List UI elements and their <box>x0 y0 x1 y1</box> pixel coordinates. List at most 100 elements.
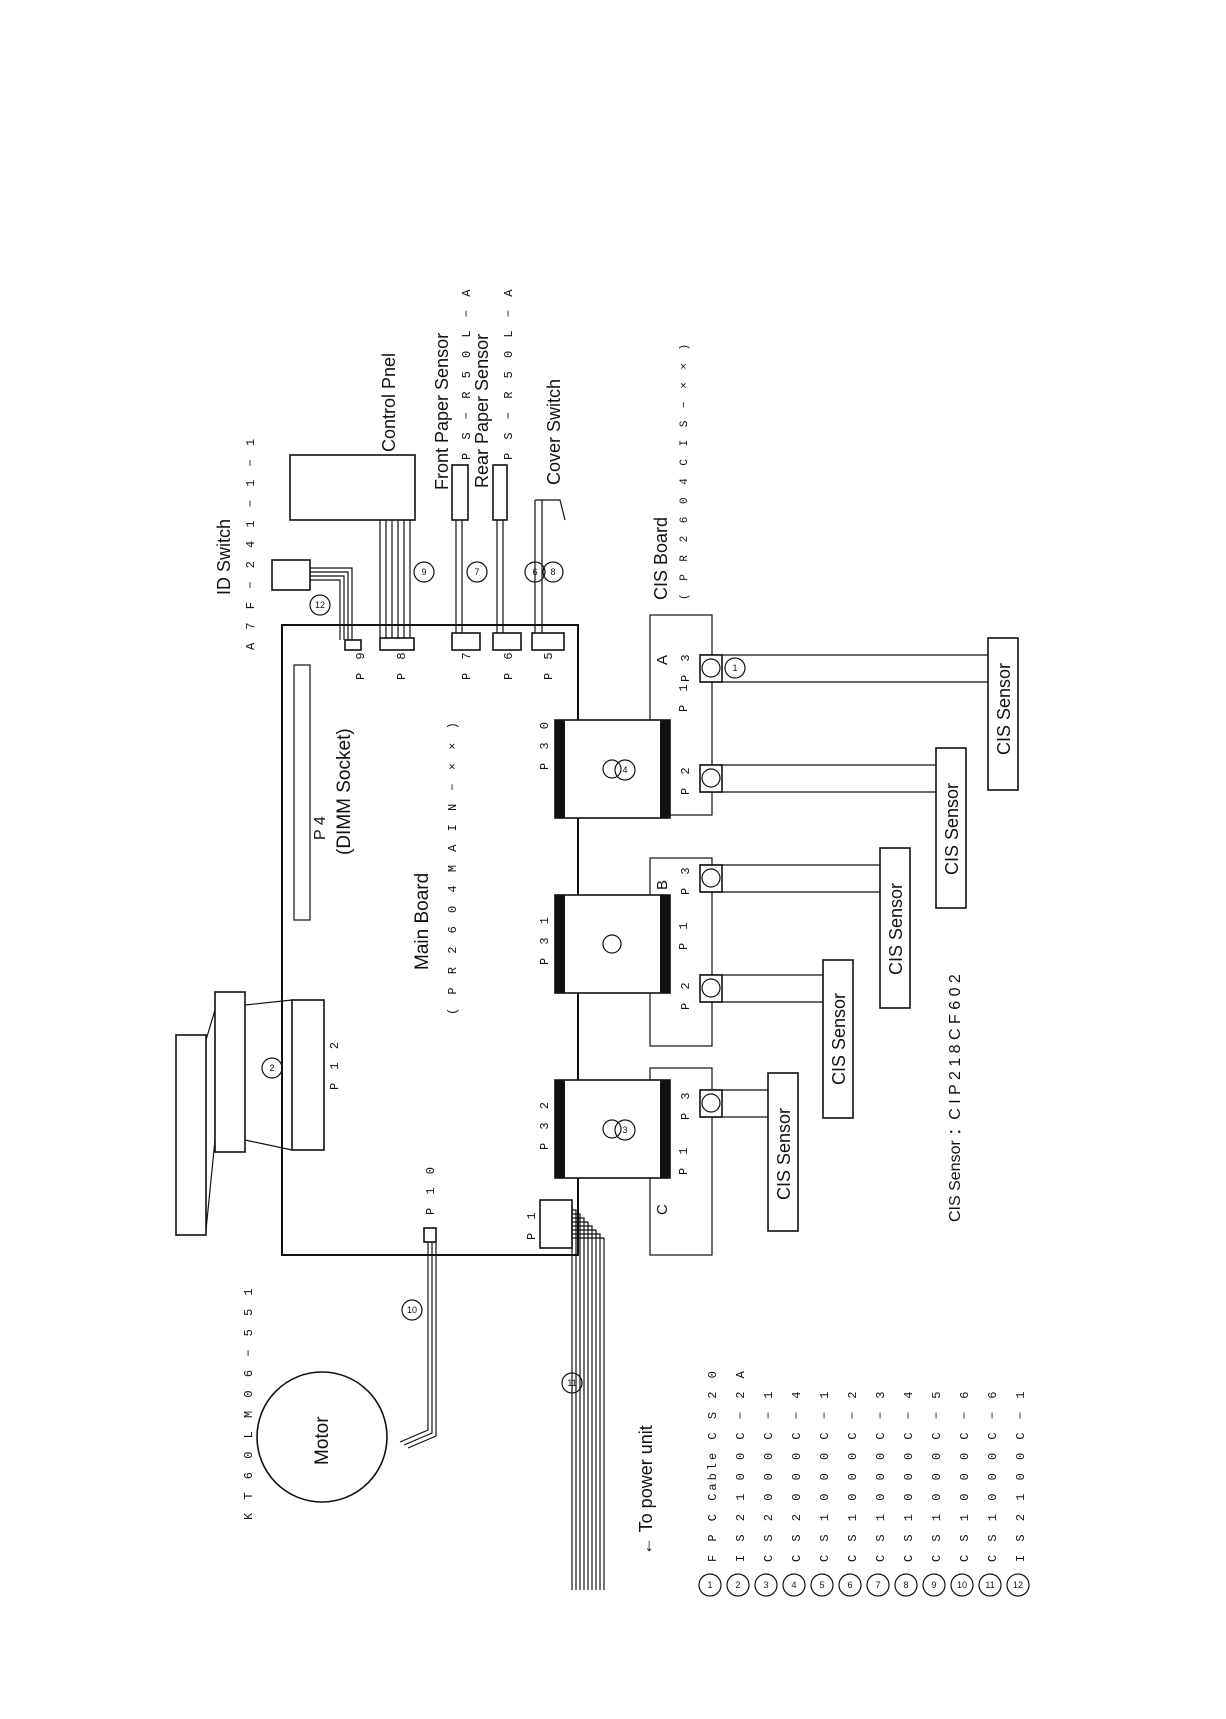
connector-p6 <box>492 632 522 651</box>
legend-row: 7 C S 1 0 0 0 C − 3 <box>866 1389 890 1597</box>
svg-text:8: 8 <box>550 567 555 577</box>
svg-text:4: 4 <box>622 765 627 775</box>
svg-text:3: 3 <box>622 1125 627 1135</box>
cis-sensor-label-2: CIS Sensor <box>942 783 962 875</box>
legend-row: 1 F P C Cable C S 2 0 <box>698 1368 722 1597</box>
p12-label: P 1 2 <box>328 1039 342 1090</box>
rear-paper-sensor-label: Rear Paper Sensor <box>472 334 492 488</box>
cable-12 <box>310 567 353 640</box>
cable-marker: 1 <box>724 657 746 679</box>
main-board-label: Main Board <box>412 873 433 970</box>
p12-mating <box>214 991 246 1153</box>
to-power-unit-label: ← To power unit <box>636 1425 656 1555</box>
cis-sensor-1 <box>699 637 1019 791</box>
cable-7 <box>455 520 463 633</box>
svg-text:C S 2 0 0 0 C − 4: C S 2 0 0 0 C − 4 <box>790 1389 804 1562</box>
cable-marker: 7 <box>466 561 488 583</box>
rear-sensor-part: P S − R 5 0 L − A <box>502 287 516 460</box>
connector-p32 <box>554 1079 671 1179</box>
svg-text:1: 1 <box>732 663 737 673</box>
legend-row: 5 C S 1 0 0 0 C − 1 <box>810 1389 834 1597</box>
motor-label: Motor <box>312 1416 333 1465</box>
cis-a-p2: P 2 <box>679 764 693 795</box>
p31-label: P 3 1 <box>538 914 552 965</box>
front-paper-sensor-label: Front Paper Sensor <box>432 333 452 490</box>
front-sensor-part: P S − R 5 0 L − A <box>460 287 474 460</box>
front-paper-sensor <box>451 464 469 521</box>
svg-text:F P C Cable C S 2 0: F P C Cable C S 2 0 <box>706 1368 720 1562</box>
cis-sensor-3 <box>699 847 911 1009</box>
connector-p30 <box>554 719 671 819</box>
svg-text:C S 1 0 0 0 C − 6: C S 1 0 0 0 C − 6 <box>986 1389 1000 1562</box>
id-switch-label: ID Switch <box>214 519 234 595</box>
control-panel-label: Control Pnel <box>379 353 399 452</box>
svg-text:10: 10 <box>407 1305 417 1315</box>
connector-p7 <box>451 632 481 651</box>
cis-b-p1: P 1 <box>677 919 691 950</box>
p32-label: P 3 2 <box>538 1099 552 1150</box>
cis-sensor-label-5: CIS Sensor <box>774 1108 794 1200</box>
cis-board-part: ( P R 2 6 0 4 C I S − × × ) <box>679 341 691 600</box>
id-switch-part: A 7 F − 2 4 1 − 1 − 1 <box>244 436 258 650</box>
cable-marker: 9 <box>413 561 435 583</box>
cable-marker: 8 <box>542 561 564 583</box>
connector-p9 <box>379 637 415 651</box>
svg-text:9: 9 <box>931 1580 936 1590</box>
cable-marker: 12 <box>309 594 331 616</box>
cover-switch-label: Cover Switch <box>544 379 564 485</box>
svg-text:1: 1 <box>707 1580 712 1590</box>
legend-row: 4 C S 2 0 0 0 C − 4 <box>782 1389 806 1597</box>
svg-text:2: 2 <box>269 1063 274 1073</box>
legend-row: 11 C S 1 0 0 0 C − 6 <box>978 1389 1002 1597</box>
cable-10 <box>399 1242 437 1449</box>
svg-text:4: 4 <box>791 1580 796 1590</box>
motor <box>256 1371 388 1503</box>
connector-p1 <box>539 1199 573 1249</box>
p7-label: P 7 <box>460 649 474 680</box>
cis-b-p3: P 3 <box>679 864 693 895</box>
cable-marker: 4 <box>614 759 636 781</box>
cis-a-p1: P 1 <box>677 681 691 712</box>
cis-sensor-part: CIS Sensor ：C I P 2 1 8 C F 6 0 2 <box>947 974 964 1222</box>
cis-b-p2: P 2 <box>679 979 693 1010</box>
cable-marker: 11 <box>561 1372 583 1394</box>
legend-row: 6C S 1 0 0 0 C − 2 <box>838 1389 862 1597</box>
p6-label: P 6 <box>502 649 516 680</box>
svg-text:C S 2 0 0 0 C − 1: C S 2 0 0 0 C − 1 <box>762 1389 776 1562</box>
svg-text:5: 5 <box>819 1580 824 1590</box>
cis-sensor-label-1: CIS Sensor <box>994 663 1014 755</box>
svg-text:9: 9 <box>421 567 426 577</box>
cis-group-c: C <box>654 1204 671 1215</box>
svg-text:C S 1 0 0 0 C − 3: C S 1 0 0 0 C − 3 <box>874 1389 888 1562</box>
cis-c-p3: P 3 <box>679 1089 693 1120</box>
connector-p5 <box>531 632 565 651</box>
svg-text:C S 1 0 0 0 C − 1: C S 1 0 0 0 C − 1 <box>818 1389 832 1562</box>
p9-label: P 9 <box>354 649 368 680</box>
cable-marker: 2 <box>261 1057 283 1079</box>
cis-sensor-2 <box>699 747 967 909</box>
legend-row: 9 C S 1 0 0 0 C − 5 <box>922 1389 946 1597</box>
legend-row: 2 I S 2 1 0 0 C − 2 A <box>726 1368 750 1597</box>
cis-sensor-label-3: CIS Sensor <box>886 883 906 975</box>
svg-text:C S 1 0 0 0 C − 2: C S 1 0 0 0 C − 2 <box>846 1389 860 1562</box>
svg-text:6: 6 <box>532 567 537 577</box>
rear-paper-sensor <box>492 464 508 521</box>
svg-text:8: 8 <box>903 1580 908 1590</box>
p30-label: P 3 0 <box>538 719 552 770</box>
cis-sensor-5 <box>699 1072 799 1232</box>
cable-9 <box>379 520 411 638</box>
svg-text:11: 11 <box>985 1580 994 1590</box>
p4-label: P 4 <box>312 816 329 840</box>
svg-text:C S 1 0 0 0 C − 5: C S 1 0 0 0 C − 5 <box>930 1389 944 1562</box>
svg-text:12: 12 <box>1013 1580 1023 1590</box>
svg-text:11: 11 <box>567 1378 576 1388</box>
svg-text:10: 10 <box>957 1580 967 1590</box>
svg-text:12: 12 <box>315 600 325 610</box>
svg-text:2: 2 <box>735 1580 740 1590</box>
svg-text:C S 1 0 0 0 C − 6: C S 1 0 0 0 C − 6 <box>958 1389 972 1562</box>
svg-text:7: 7 <box>875 1580 880 1590</box>
cis-board-label: CIS Board <box>651 517 671 600</box>
cover-switch <box>534 499 566 633</box>
svg-text:I S 2 1 0 0 C − 2 A: I S 2 1 0 0 C − 2 A <box>734 1368 748 1562</box>
